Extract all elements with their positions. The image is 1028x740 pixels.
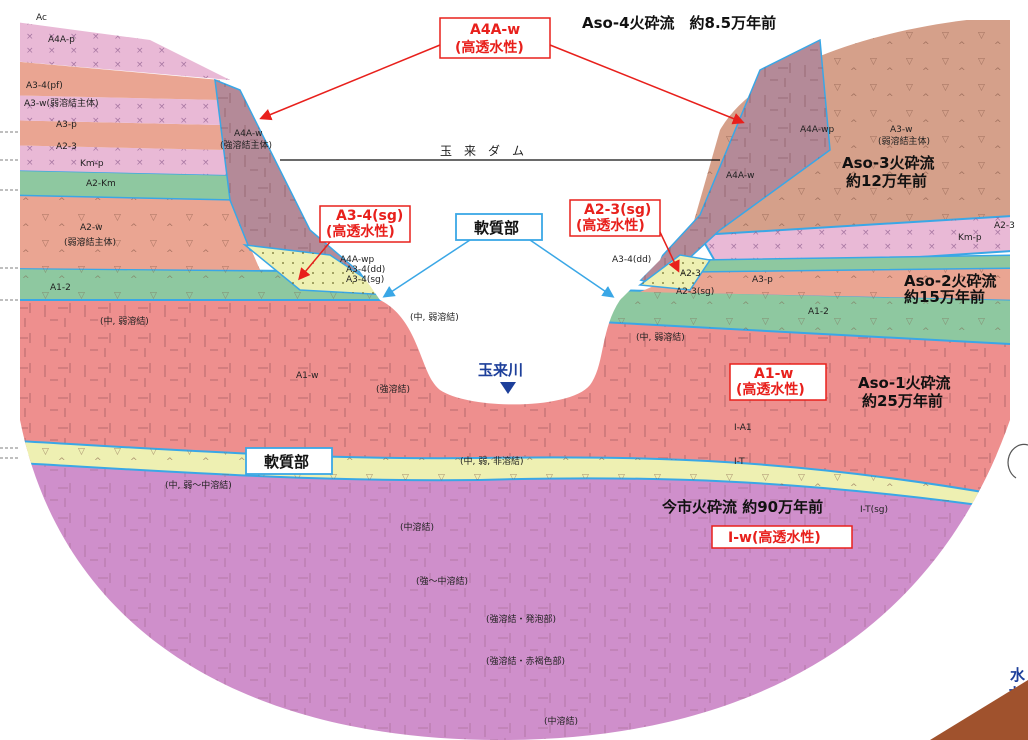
svg-text:A1-w: A1-w bbox=[754, 366, 793, 382]
label-a3-w-sub-right: (弱溶結主体) bbox=[878, 135, 930, 147]
aso2-label-2: 約15万年前 bbox=[904, 288, 985, 306]
label-i-a1: I-A1 bbox=[734, 423, 752, 433]
svg-text:(高透水性): (高透水性) bbox=[576, 217, 645, 234]
label-i-t-sg: I-T(sg) bbox=[860, 505, 888, 515]
callout-a3-4-sg: A3-4(sg) (高透水性) bbox=[298, 205, 411, 281]
right-labels: A4A-wp A3-w (弱溶結主体) A4A-w Km-p A2-3 A3-4… bbox=[612, 125, 1015, 515]
label-a4a-wp-left: A4A-wp bbox=[340, 255, 374, 265]
label-km-p: Km-p bbox=[80, 159, 104, 169]
aso1-label-1: Aso-1火砕流 bbox=[858, 374, 951, 392]
label-weak1: (中, 弱溶結) bbox=[100, 315, 149, 327]
river-label: 玉来川 bbox=[478, 361, 523, 379]
label-a2-3-edge: A2-3 bbox=[994, 221, 1015, 231]
label-a1-2-right: A1-2 bbox=[808, 307, 829, 317]
label-a3-w: A3-w(弱溶結主体) bbox=[24, 97, 99, 109]
label-mid-weak: (中, 弱溶結) bbox=[410, 311, 459, 323]
imaichi-label: 今市火砕流 約90万年前 bbox=[661, 498, 823, 516]
svg-text:(高透水性): (高透水性) bbox=[326, 223, 395, 240]
edge-circle bbox=[1007, 443, 1028, 479]
label-a4a-w-sub: (強溶結主体) bbox=[220, 139, 272, 151]
svg-text:(高透水性): (高透水性) bbox=[455, 39, 524, 56]
label-mid-weak-right: (中, 弱溶結) bbox=[636, 331, 685, 343]
left-labels: Ac A4A-p A3-4(pf) A3-w(弱溶結主体) A3-p A2-3 … bbox=[24, 13, 578, 727]
label-a4a-wp-right: A4A-wp bbox=[800, 125, 834, 135]
label-strong-red: (強溶結・赤褐色部) bbox=[486, 655, 565, 667]
edge-shape bbox=[930, 680, 1028, 740]
label-strong: (強溶結) bbox=[376, 383, 410, 395]
label-mid-weak-mid: (中, 弱〜中溶結) bbox=[165, 479, 232, 491]
title-age: Aso-4火砕流 約8.5万年前 bbox=[582, 14, 776, 32]
svg-text:A3-4(sg): A3-4(sg) bbox=[336, 208, 403, 224]
label-a1-2-left: A1-2 bbox=[50, 283, 71, 293]
label-strong-mid: (強〜中溶結) bbox=[416, 575, 468, 587]
label-a3-4-pf: A3-4(pf) bbox=[26, 81, 63, 91]
label-mid-weak-non: (中, 弱, 非溶結) bbox=[460, 455, 523, 467]
svg-text:I-w(高透水性): I-w(高透水性) bbox=[728, 529, 821, 546]
aso3-label-1: Aso-3火砕流 bbox=[842, 154, 935, 172]
label-mid-weld-bottom: (中溶結) bbox=[544, 715, 578, 727]
river-marker-icon bbox=[500, 382, 516, 394]
callout-a4a-w: A4A-w (高透水性) bbox=[259, 17, 745, 125]
dam-label: 玉 来 ダ ム bbox=[440, 143, 524, 158]
label-a2-w-sub: (弱溶結主体) bbox=[64, 236, 116, 248]
callout-a2-3-sg: A2-3(sg) (高透水性) bbox=[569, 199, 680, 273]
svg-text:軟質部: 軟質部 bbox=[264, 453, 309, 471]
label-a3-4-sg-left: A3-4(sg) bbox=[346, 275, 384, 285]
label-ac: Ac bbox=[36, 13, 47, 23]
label-a3-p: A3-p bbox=[56, 120, 77, 130]
label-a4a-w: A4A-w bbox=[234, 129, 262, 139]
callout-soft-upper: 軟質部 bbox=[382, 213, 615, 298]
callout-a1-w: A1-w (高透水性) bbox=[729, 363, 827, 401]
aso3-label-2: 約12万年前 bbox=[846, 172, 927, 190]
label-a2-3: A2-3 bbox=[56, 142, 77, 152]
svg-text:(高透水性): (高透水性) bbox=[736, 381, 805, 398]
edge-text-1: 水 bbox=[1010, 666, 1026, 684]
callout-i-w: I-w(高透水性) bbox=[711, 525, 853, 549]
aso2-label-1: Aso-2火砕流 bbox=[904, 272, 997, 290]
label-km-p-right: Km-p bbox=[958, 233, 982, 243]
label-a4a-p: A4A-p bbox=[48, 35, 75, 45]
label-mid-weld: (中溶結) bbox=[400, 521, 434, 533]
label-a3-4-dd-right: A3-4(dd) bbox=[612, 255, 651, 265]
label-strong-foam: (強溶結・発泡部) bbox=[486, 613, 556, 625]
svg-text:A4A-w: A4A-w bbox=[470, 22, 520, 38]
aso1-label-2: 約25万年前 bbox=[862, 392, 943, 410]
label-a4a-w-right: A4A-w bbox=[726, 171, 754, 181]
label-a3-4-dd-left: A3-4(dd) bbox=[346, 265, 385, 275]
svg-text:軟質部: 軟質部 bbox=[474, 219, 519, 237]
label-a2-3-right: A2-3 bbox=[680, 269, 701, 279]
label-a2-km: A2-Km bbox=[86, 179, 116, 189]
label-a2-3-sg-right: A2-3(sg) bbox=[676, 287, 714, 297]
label-a2-w: A2-w bbox=[80, 223, 103, 233]
label-a3-p-right: A3-p bbox=[752, 275, 773, 285]
callout-soft-lower: 軟質部 bbox=[245, 447, 333, 475]
label-a3-w-right: A3-w bbox=[890, 125, 913, 135]
svg-text:A2-3(sg): A2-3(sg) bbox=[584, 202, 651, 218]
label-a1-w-small: A1-w bbox=[296, 371, 319, 381]
left-ticks bbox=[0, 131, 20, 459]
label-i-t: I-T bbox=[734, 457, 745, 467]
